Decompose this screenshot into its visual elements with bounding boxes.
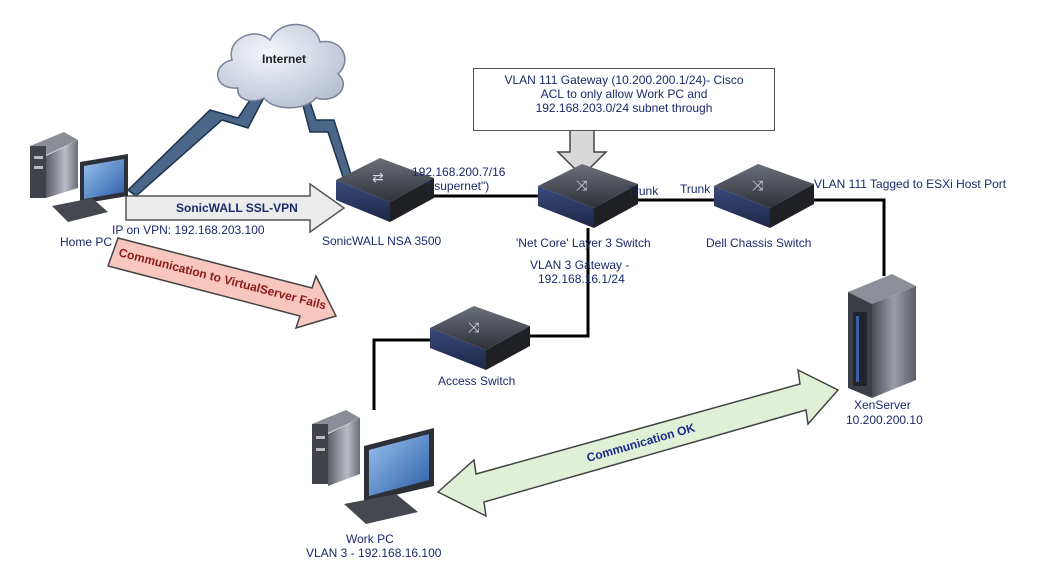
vpn-arrow (125, 182, 346, 234)
acl-note: VLAN 111 Gateway (10.200.200.1/24)- Cisc… (473, 68, 775, 131)
access-switch-icon: ⤨ (430, 306, 530, 370)
sonicwall-icon: ⇄ (336, 158, 434, 222)
svg-text:⇄: ⇄ (372, 170, 384, 186)
dell-switch-icon: ⤨ (714, 164, 814, 228)
sonicwall-internet-link (298, 92, 353, 181)
core-switch-gateway-ip: 192.168.16.1/24 (538, 272, 625, 286)
acl-note-line3: 192.168.203.0/24 subnet through (535, 101, 713, 115)
internet-cloud (216, 23, 346, 109)
work-pc-vlan: VLAN 3 - 192.168.16.100 (306, 546, 442, 560)
core-switch-icon: ⤨ (538, 164, 638, 228)
sonicwall-ip: 192.168.200.7/16 (412, 165, 506, 179)
work-pc-label: Work PC (346, 532, 394, 546)
xenserver-ip: 10.200.200.10 (846, 413, 923, 427)
dell-switch-label: Dell Chassis Switch (706, 236, 812, 250)
vlan-tag-label: VLAN 111 Tagged to ESXi Host Port (814, 177, 1007, 191)
svg-text:⤨: ⤨ (576, 178, 588, 194)
ok-arrow (436, 368, 840, 518)
sonicwall-label: SonicWALL NSA 3500 (322, 234, 442, 248)
trunk-right-label: Trunk (680, 182, 711, 196)
svg-text:⤨: ⤨ (752, 178, 764, 194)
svg-text:⤨: ⤨ (468, 320, 480, 336)
link-dell-xenserver (808, 198, 886, 276)
trunk-left-label: Trunk (628, 184, 659, 198)
core-switch-label: 'Net Core' Layer 3 Switch (516, 236, 651, 250)
xenserver-label: XenServer (854, 398, 911, 412)
connection-lines (372, 194, 886, 410)
xenserver-icon (848, 274, 916, 398)
link-core-access (528, 228, 590, 338)
core-switch-gateway: VLAN 3 Gateway - (530, 258, 630, 272)
fail-arrow (107, 237, 338, 330)
vpn-arrow-label: SonicWALL SSL-VPN (176, 201, 298, 215)
work-pc-icon (312, 410, 434, 524)
link-access-workpc (372, 338, 434, 410)
home-pc-icon (30, 132, 128, 222)
fail-arrow-label: Communication to VirtualServer Fails (117, 245, 328, 312)
acl-note-line2: ACL to only allow Work PC and (540, 87, 708, 101)
acl-note-line1: VLAN 111 Gateway (10.200.200.1/24)- Cisc… (504, 73, 744, 87)
access-switch-label: Access Switch (438, 374, 516, 388)
home-pc-label: Home PC (60, 235, 113, 249)
sonicwall-supernet: ("supernet") (426, 179, 490, 193)
home-pc-vpn-ip: IP on VPN: 192.168.203.100 (112, 223, 265, 237)
internet-label: Internet (262, 52, 307, 66)
